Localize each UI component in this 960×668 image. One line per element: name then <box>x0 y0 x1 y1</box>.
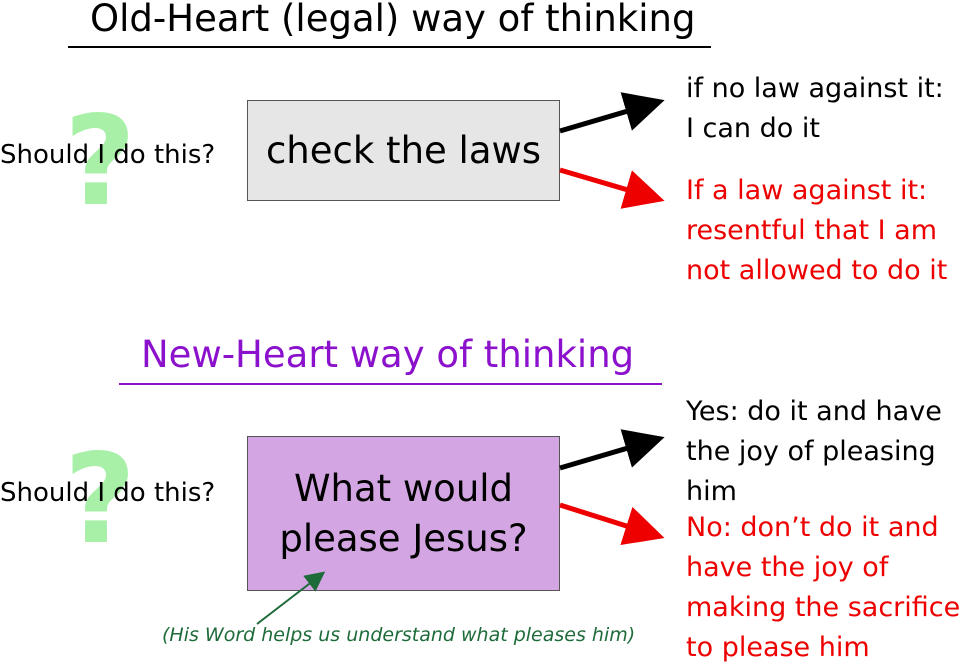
old-heart-check-box: check the laws <box>247 100 560 201</box>
outcome-line: have the joy of <box>686 552 889 583</box>
old-heart-title-underline <box>68 46 711 48</box>
word-helps-note: (His Word helps us understand what pleas… <box>162 624 636 646</box>
old-heart-yes-arrow <box>559 92 665 134</box>
outcome-line: not allowed to do it <box>686 255 948 286</box>
new-heart-title: New-Heart way of thinking <box>141 333 635 376</box>
outcome-line: resentful that I am <box>686 215 938 246</box>
new-heart-no-arrow <box>559 502 665 546</box>
new-heart-title-underline <box>119 383 662 385</box>
outcome-line: to please him <box>686 632 870 663</box>
new-heart-please-jesus-box: What would please Jesus? <box>247 436 560 591</box>
outcome-line: I can do it <box>686 113 820 144</box>
old-heart-question: Should I do this? <box>0 140 216 170</box>
outcome-line: him <box>686 476 737 507</box>
outcome-line: making the sacrifice <box>686 592 960 623</box>
new-heart-outcome-no: No: don’t do it and have the joy of maki… <box>686 508 960 668</box>
old-heart-no-arrow <box>559 167 665 209</box>
outcome-line: If a law against it: <box>686 175 928 206</box>
new-heart-box-line: please Jesus? <box>279 516 528 560</box>
outcome-line: Yes: do it and have <box>686 396 942 427</box>
new-heart-yes-arrow <box>559 429 665 471</box>
outcome-line: No: don’t do it and <box>686 512 939 543</box>
old-heart-question-mark-icon: ? <box>64 90 136 234</box>
note-pointer-arrow <box>256 571 326 625</box>
old-heart-box-text: check the laws <box>265 129 542 172</box>
new-heart-outcome-yes: Yes: do it and have the joy of pleasing … <box>686 392 942 512</box>
new-heart-question-mark-icon: ? <box>64 428 136 572</box>
new-heart-question: Should I do this? <box>0 478 216 508</box>
old-heart-title: Old-Heart (legal) way of thinking <box>90 0 696 40</box>
outcome-line: if no law against it: <box>686 73 944 104</box>
new-heart-box-line: What would <box>293 466 514 510</box>
outcome-line: the joy of pleasing <box>686 436 936 467</box>
old-heart-outcome-yes: if no law against it: I can do it <box>686 69 944 149</box>
old-heart-outcome-no: If a law against it: resentful that I am… <box>686 171 947 291</box>
